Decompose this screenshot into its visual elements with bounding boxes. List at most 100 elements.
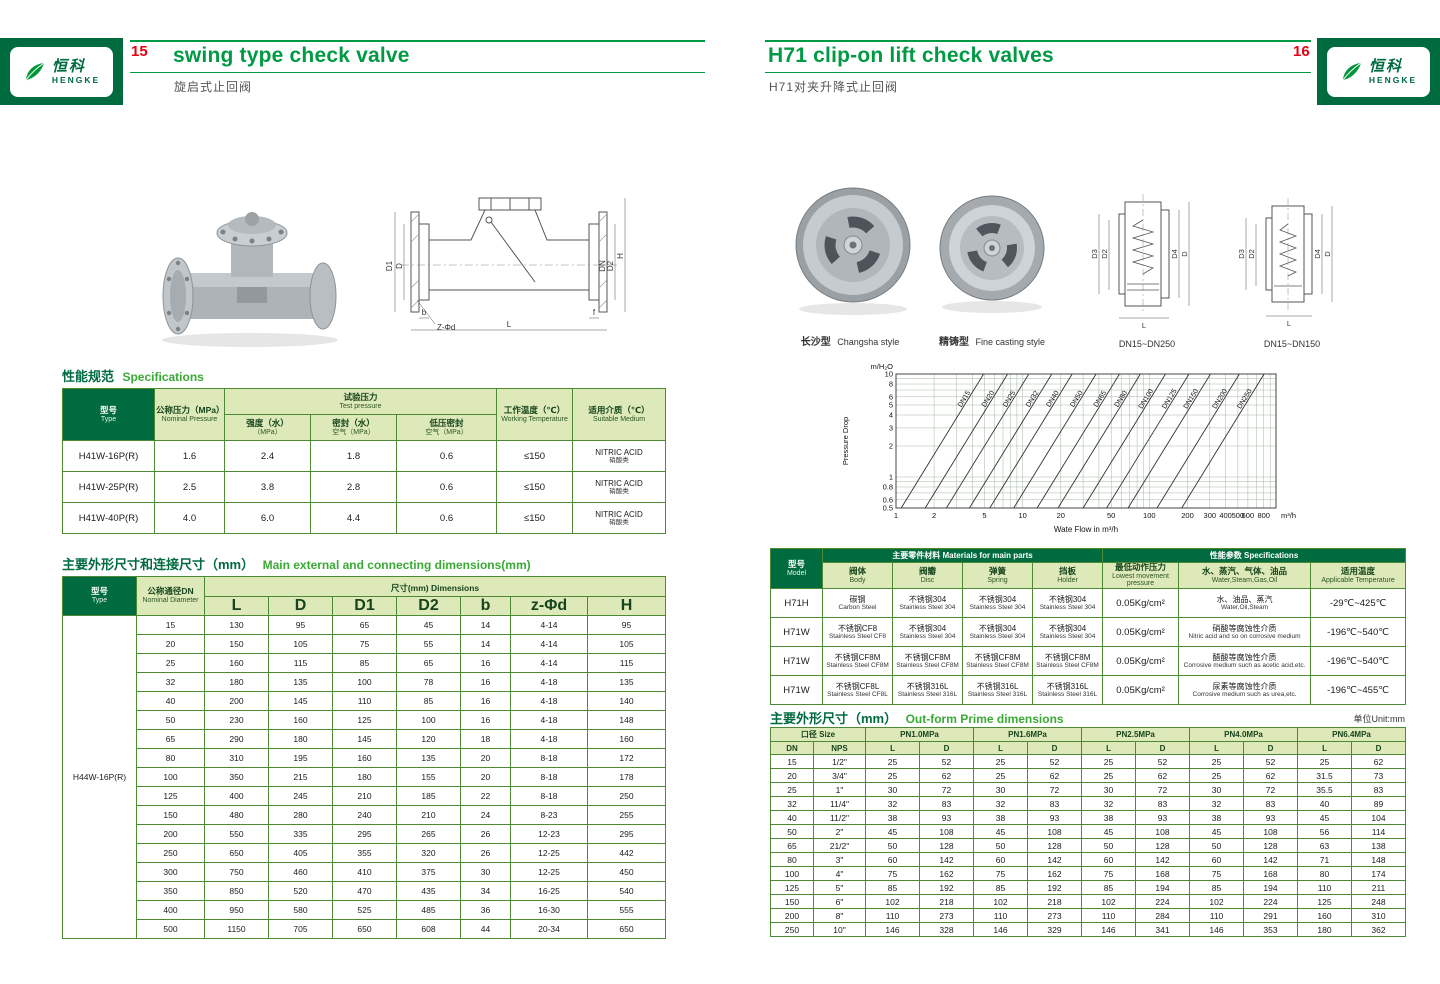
table-cell: 21/2" <box>812 838 867 853</box>
table-cell: 162 <box>1027 866 1083 881</box>
table-cell: 341 <box>1135 922 1191 937</box>
svg-text:0.6: 0.6 <box>883 495 893 504</box>
table-cell: 146 <box>865 922 921 937</box>
brand-block-right: 恒科 HENGKE <box>1317 38 1440 105</box>
table-cell: 32 <box>865 796 921 811</box>
drawing1-caption: DN15~DN250 <box>1085 334 1207 352</box>
table-cell: 150 <box>204 634 269 654</box>
table-cell: ≤150 <box>496 502 574 534</box>
table-cell: 52 <box>919 754 975 769</box>
table-cell: 350 <box>204 767 269 787</box>
column-header-lowest-pressure: 最低动作压力 Lowest movement pressure <box>1102 561 1180 590</box>
table-cell: 12-23 <box>510 824 588 844</box>
leaf-icon <box>25 61 45 81</box>
table-cell: 93 <box>919 810 975 825</box>
column-header-size: 口径 Size <box>769 727 867 742</box>
table-cell: 72 <box>919 782 975 797</box>
table-cell: 72 <box>1135 782 1191 797</box>
table-cell: 50 <box>770 824 814 839</box>
table-cell: 65 <box>332 615 397 635</box>
table-cell: 52 <box>1027 754 1083 769</box>
dim-label: DN <box>598 260 607 272</box>
table-cell: 40 <box>1297 796 1353 811</box>
svg-text:1: 1 <box>889 473 893 482</box>
table-cell: 30 <box>973 782 1029 797</box>
table-cell: 4-14 <box>510 653 588 673</box>
table-cell: 30 <box>1081 782 1137 797</box>
chart-line-label: DN250 <box>1236 388 1253 410</box>
table-cell: 375 <box>396 862 461 882</box>
table-cell: 6" <box>812 894 867 909</box>
table-cell: 500 <box>136 919 205 939</box>
header-rule <box>765 40 1311 42</box>
page-title-right: H71 clip-on lift check valves <box>768 44 1054 67</box>
table-cell: 60 <box>1189 852 1245 867</box>
table-cell: 30 <box>1189 782 1245 797</box>
table-cell: 12-25 <box>510 843 588 863</box>
table-cell: 550 <box>204 824 269 844</box>
table-cell: 25 <box>1297 754 1353 769</box>
table-cell: 250 <box>587 786 666 806</box>
svg-text:5: 5 <box>982 511 986 520</box>
caption-en: Changsha style <box>837 337 900 347</box>
table-cell: 200 <box>770 908 814 923</box>
table-cell: 300 <box>136 862 205 882</box>
model-cell: H44W-16P(R) <box>62 615 137 939</box>
chart-line-label: DN100 <box>1138 388 1155 410</box>
table-cell: 4-18 <box>510 691 588 711</box>
table-cell: 85 <box>1081 880 1137 895</box>
table-cell: 110 <box>1189 908 1245 923</box>
table-cell: 16-30 <box>510 900 588 920</box>
table-cell: 146 <box>1189 922 1245 937</box>
table-cell: 12-25 <box>510 862 588 882</box>
svg-text:6: 6 <box>889 392 893 401</box>
table-cell: 705 <box>268 919 333 939</box>
column-header: D1 <box>332 596 397 616</box>
table-cell: 142 <box>1243 852 1299 867</box>
table-cell: 178 <box>587 767 666 787</box>
table-cell: 85 <box>396 691 461 711</box>
table-cell: 355 <box>332 843 397 863</box>
dimension-lines <box>394 198 626 331</box>
table-cell: H71H <box>770 588 823 619</box>
table-cell: 128 <box>919 838 975 853</box>
column-header-main-materials: 主要零件材料 Materials for main parts <box>821 548 1104 563</box>
brand-name-en: HENGKE <box>51 74 101 85</box>
table-cell: 93 <box>1027 810 1083 825</box>
table-cell: 65 <box>770 838 814 853</box>
svg-text:5: 5 <box>889 401 893 410</box>
table-cell: 2" <box>812 824 867 839</box>
dim-label: D2 <box>606 260 615 271</box>
table-cell: 65 <box>136 729 205 749</box>
table-cell: 62 <box>919 768 975 783</box>
wafer-valve-drawing-2: D3 D2 D4 D L <box>1237 198 1333 328</box>
table-cell: 291 <box>1243 908 1299 923</box>
column-header-dimensions: 尺寸(mm) Dimensions <box>204 576 666 597</box>
table-cell: 250 <box>136 843 205 863</box>
pn-header: PN1.0MPa <box>865 727 975 742</box>
table-cell: 135 <box>268 672 333 692</box>
chart-line-label: DN50 <box>1069 390 1084 409</box>
chart-ylabel: Pressure Drop <box>841 417 850 465</box>
column-header-strength: 强度（水） （MPa） <box>224 414 311 441</box>
table-cell: -196℃~455℃ <box>1310 675 1407 706</box>
table-cell: 230 <box>204 710 269 730</box>
